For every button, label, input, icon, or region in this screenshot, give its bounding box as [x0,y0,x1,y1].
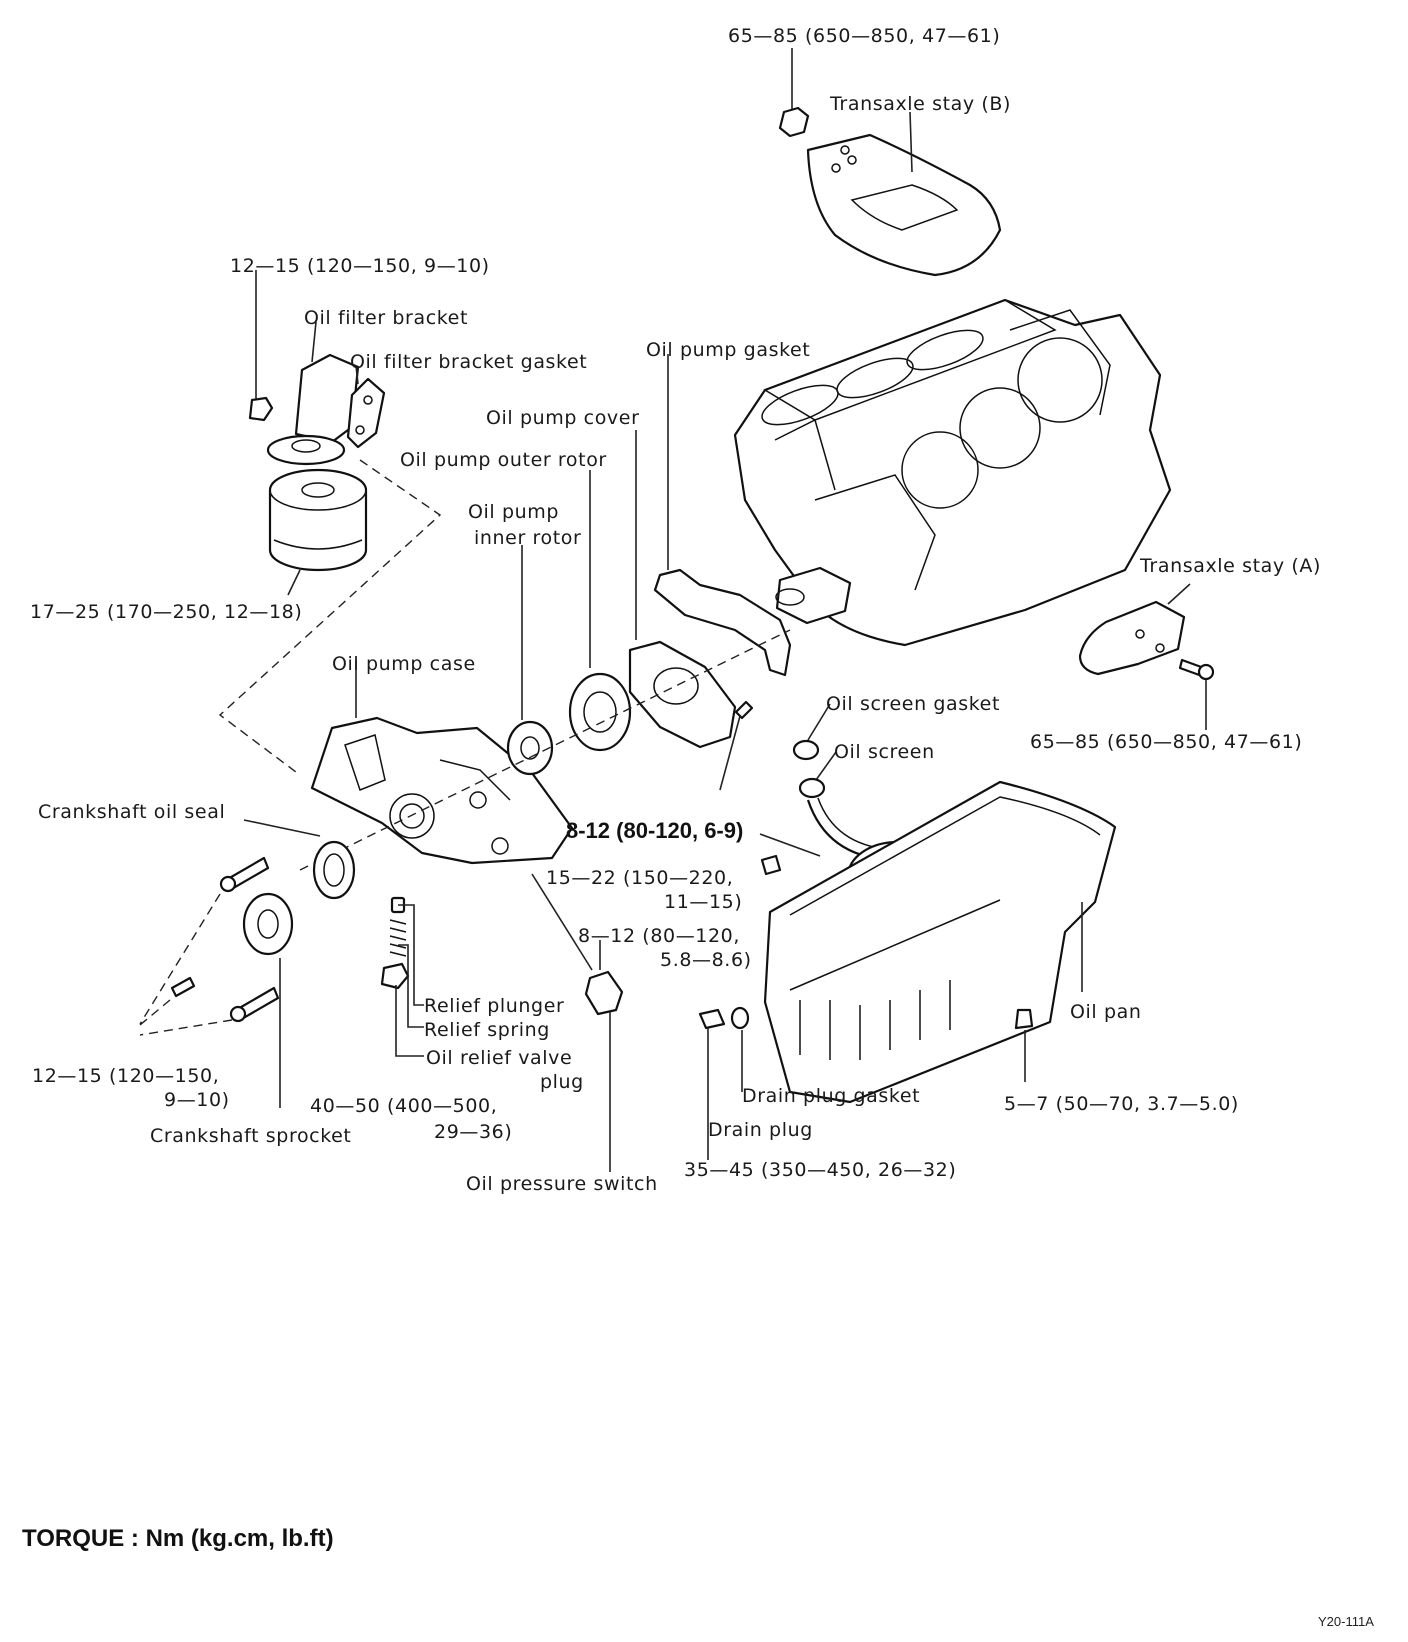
torque-drain-plug-label: 35—45 (350—450, 26—32) [684,1159,956,1181]
torque-screen-bolt-label-1: 15—22 (150—220, [546,867,733,889]
oil-filter-bracket-gasket-label: Oil filter bracket gasket [350,351,587,373]
transaxle-stay-b-label: Transaxle stay (B) [829,93,1011,115]
crankshaft-sprocket-label: Crankshaft sprocket [150,1125,351,1147]
torque-filter-label: 17—25 (170—250, 12—18) [30,601,302,623]
oil-pump-inner-rotor-label-1: Oil pump [468,501,559,523]
oil-pump-gasket-label: Oil pump gasket [646,339,810,361]
relief-valve-drawing [380,896,424,1057]
torque-filter-bracket-bolt-label: 12—15 (120—150, 9—10) [230,255,490,277]
oil-pump-inner-rotor-label-2: inner rotor [474,527,581,549]
torque-screen-bolt-label-2: 11—15) [664,891,742,913]
torque-cover-bolt-label: 8-12 (80-120, 6-9) [566,818,743,843]
torque-switch-label-2: 5.8—8.6) [660,949,752,971]
oil-pump-case-label: Oil pump case [332,653,476,675]
transaxle-stay-a-drawing [1078,583,1215,730]
oil-pump-drawing [299,354,792,871]
torque-units-legend: TORQUE : Nm (kg.cm, lb.ft) [22,1525,334,1552]
engine-block-drawing [733,298,1172,647]
oil-relief-valve-plug-label-2: plug [540,1071,584,1093]
oil-pressure-switch-label: Oil pressure switch [466,1173,658,1195]
figure-code: Y20-111A [1318,1614,1374,1629]
drain-plug-label: Drain plug [708,1119,813,1141]
torque-relief-plug-label-1: 40—50 (400—500, [310,1095,497,1117]
crankshaft-parts-drawing [139,819,356,1108]
torque-stay-a-label: 65—85 (650—850, 47—61) [1030,731,1302,753]
oil-pump-outer-rotor-label: Oil pump outer rotor [400,449,607,471]
oil-pressure-switch-drawing [531,873,624,1172]
relief-plunger-label: Relief plunger [424,995,564,1017]
oil-pan-label: Oil pan [1070,1001,1142,1023]
torque-switch-label-1: 8—12 (80—120, [578,925,740,947]
transaxle-stay-b-drawing [778,48,1002,277]
oil-relief-valve-plug-label-1: Oil relief valve [426,1047,572,1069]
torque-relief-plug-label-2: 29—36) [434,1121,512,1143]
torque-pan-bolt-label: 5—7 (50—70, 3.7—5.0) [1004,1093,1239,1115]
torque-case-bolts-label-2: 9—10) [164,1089,230,1111]
relief-spring-label: Relief spring [424,1019,550,1041]
drain-plug-drawing [698,1006,750,1160]
oil-screen-label: Oil screen [834,741,935,763]
oil-pump-cover-label: Oil pump cover [486,407,639,429]
torque-case-bolts-label-1: 12—15 (120—150, [32,1065,219,1087]
oil-pan-drawing [759,703,1117,1104]
torque-stay-b-label: 65—85 (650—850, 47—61) [728,25,1000,47]
crankshaft-oil-seal-label: Crankshaft oil seal [38,801,225,823]
drain-plug-gasket-label: Drain plug gasket [742,1085,920,1107]
oil-filter-bracket-label: Oil filter bracket [304,307,468,329]
transaxle-stay-a-label: Transaxle stay (A) [1139,555,1321,577]
oil-filter-assembly-drawing [218,270,442,776]
oil-screen-gasket-label: Oil screen gasket [826,693,1000,715]
